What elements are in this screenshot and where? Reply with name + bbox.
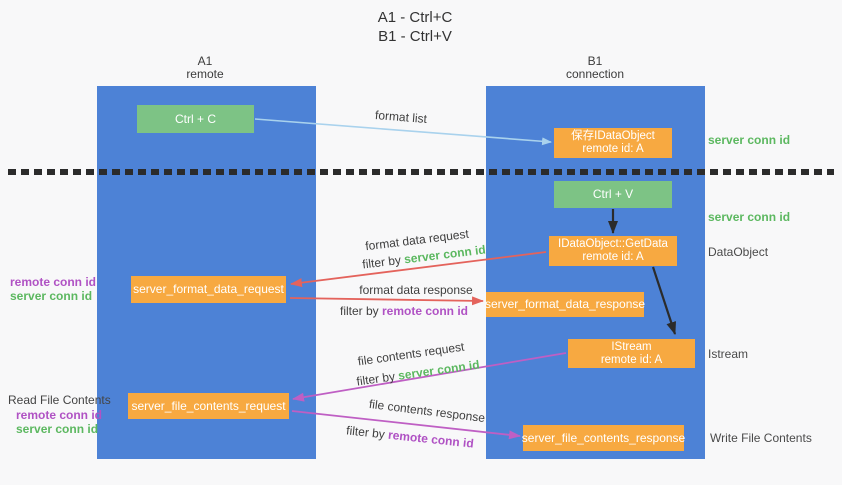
lane-header-a1: A1 remote — [155, 55, 255, 81]
label-istream: Istream — [708, 347, 749, 361]
filter-by-text-1: filter by — [361, 252, 405, 272]
arrow-format-data-response — [289, 296, 484, 306]
filter-by-text-3: filter by — [355, 368, 400, 389]
dashed-separator — [8, 169, 834, 175]
node-save-idataobject-line1: 保存IDataObject — [571, 130, 655, 142]
lane-header-b1: B1 connection — [545, 55, 645, 81]
lane-b1-name: B1 — [587, 54, 603, 68]
node-istream-line1: IStream — [611, 340, 652, 353]
label-filter-by-remote-2: filter by remote conn id — [346, 423, 475, 450]
node-save-idataobject-line2: remote id: A — [582, 143, 644, 155]
filter-by-text-4: filter by — [345, 423, 389, 442]
label-file-contents-response: file contents response — [368, 396, 486, 426]
node-ctrl-v: Ctrl + V — [554, 181, 672, 208]
node-server-format-data-request: server_format_data_request — [131, 276, 286, 303]
node-format-response-label: server_format_data_response — [484, 297, 646, 311]
node-getdata-line2: remote id: A — [582, 251, 644, 263]
label-remote-conn-id-1: remote conn id — [10, 275, 97, 289]
filter-remote-conn-id-2: remote conn id — [387, 427, 475, 451]
lane-a1-subtitle: remote — [186, 67, 224, 81]
node-istream-line2: remote id: A — [600, 353, 663, 366]
title-line-2: B1 - Ctrl+V — [378, 28, 452, 45]
node-server-format-data-response: server_format_data_response — [484, 292, 646, 317]
node-ctrl-v-label: Ctrl + V — [592, 187, 634, 201]
node-ctrl-c-label: Ctrl + C — [174, 111, 216, 126]
node-idataobject-getdata: IDataObject::GetData remote id: A — [549, 236, 677, 266]
node-server-file-contents-response: server_file_contents_response — [521, 425, 686, 451]
label-filter-by-remote-1: filter by remote conn id — [340, 304, 468, 318]
node-file-response-label: server_file_contents_response — [521, 430, 686, 445]
label-server-conn-id-mid: server conn id — [708, 210, 791, 224]
label-remote-conn-id-2: remote conn id — [16, 408, 103, 422]
node-istream: IStream remote id: A — [568, 339, 695, 368]
label-server-conn-id-top: server conn id — [708, 133, 791, 147]
title-line-1: A1 - Ctrl+C — [377, 9, 453, 26]
node-server-file-contents-request: server_file_contents_request — [128, 393, 289, 419]
label-read-file-contents: Read File Contents — [8, 393, 111, 407]
label-write-file-contents: Write File Contents — [710, 431, 812, 445]
filter-remote-conn-id-1: remote conn id — [382, 304, 469, 318]
lane-b1-subtitle: connection — [565, 67, 625, 81]
node-file-request-label: server_file_contents_request — [131, 398, 286, 413]
filter-by-text-2: filter by — [339, 304, 382, 318]
label-format-list: format list — [374, 107, 428, 127]
node-save-idataobject: 保存IDataObject remote id: A — [554, 128, 672, 158]
label-format-data-response: format data response — [359, 283, 473, 297]
label-dataobject: DataObject — [708, 245, 769, 259]
label-server-conn-id-2: server conn id — [16, 422, 99, 436]
label-pair-file: remote conn id server conn id — [16, 408, 103, 436]
node-format-request-label: server_format_data_request — [133, 282, 284, 296]
diagram-title: A1 - Ctrl+C B1 - Ctrl+V — [330, 8, 500, 46]
node-getdata-line1: IDataObject::GetData — [558, 238, 668, 250]
lane-a1-name: A1 — [197, 54, 213, 68]
node-ctrl-c: Ctrl + C — [137, 105, 254, 133]
label-server-conn-id-1: server conn id — [10, 289, 93, 303]
label-pair-format: remote conn id server conn id — [10, 275, 97, 303]
